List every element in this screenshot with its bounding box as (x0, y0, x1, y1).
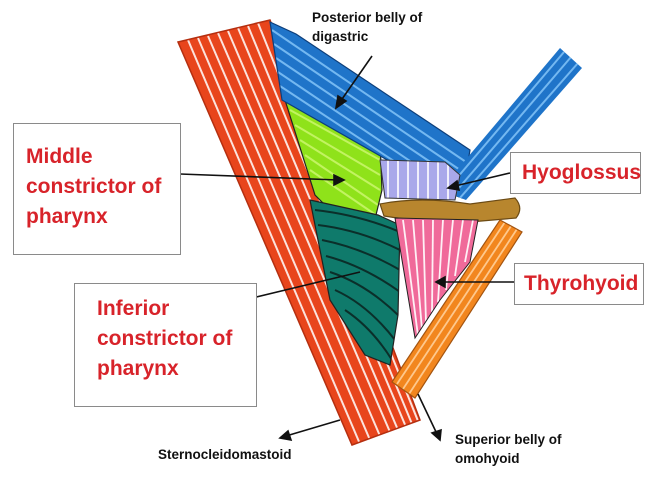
inferior-constrictor-label: Inferior constrictor of pharynx (97, 294, 232, 384)
thyrohyoid-label: Thyrohyoid (524, 269, 638, 299)
arrow-omohyoid (418, 394, 441, 440)
middle-constrictor-label: Middle constrictor of pharynx (26, 142, 161, 232)
arrow-sternocleidomastoid (280, 420, 340, 440)
posterior-belly-digastric-label: Posterior belly of digastric (312, 8, 422, 46)
thyrohyoid-label-box: Thyrohyoid (514, 263, 644, 305)
superior-belly-omohyoid-label: Superior belly of omohyoid (455, 430, 562, 468)
hyoglossus-label-box: Hyoglossus (510, 152, 641, 194)
middle-constrictor-label-box: Middle constrictor of pharynx (13, 123, 181, 255)
hyoglossus-label: Hyoglossus (522, 158, 641, 188)
sternocleidomastoid-label: Sternocleidomastoid (158, 445, 292, 464)
hyoglossus-muscle (380, 160, 460, 200)
inferior-constrictor-label-box: Inferior constrictor of pharynx (74, 283, 257, 407)
